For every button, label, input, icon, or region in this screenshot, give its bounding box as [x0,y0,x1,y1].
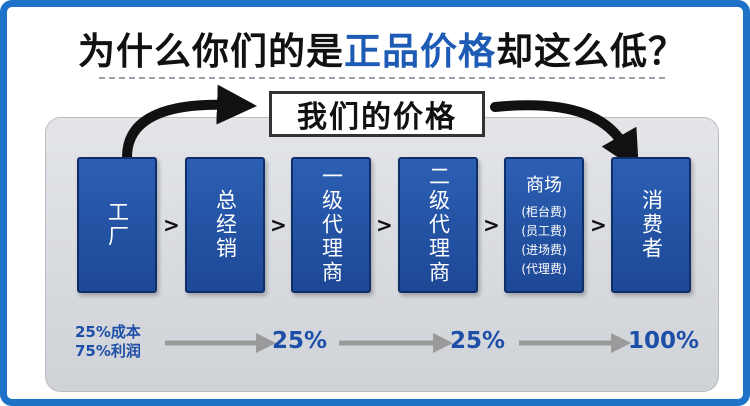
cost-note: 25%成本 [75,323,141,341]
chevron-right-icon: > [590,213,607,237]
markup-second-agent: 25% [450,328,506,354]
step-factory: 工厂 [77,157,157,293]
profit-note: 75%利润 [75,342,141,360]
dashed-divider [99,77,665,79]
headline: 为什么你们的是正品价格却这么低？ [7,21,743,75]
step-factory-label: 工厂 [105,201,130,249]
mall-fee-counter: (柜台费) [521,205,567,219]
step-general-distributor: 总经销 [185,157,265,293]
chevron-right-icon: > [376,213,393,237]
headline-part1: 为什么你们的是 [78,30,344,73]
chevron-right-icon: > [270,213,287,237]
headline-part2: 却这么低？ [496,30,686,73]
curved-arrow-right [490,100,639,172]
step-mall: 商场 (柜台费) (员工费) (进场费) (代理费) [504,157,584,293]
chevron-right-icon: > [483,213,500,237]
curved-arrow-left [122,84,257,162]
markup-consumer: 100% [628,328,700,354]
mall-fee-staff: (员工费) [521,224,567,238]
markup-first-agent: 25% [272,328,328,354]
chevron-right-icon: > [163,213,180,237]
step-second-level-agent-label: 二级代理商 [426,165,451,285]
mall-fee-agent: (代理费) [521,262,567,276]
step-first-level-agent-label: 一级代理商 [319,165,344,285]
step-mall-label: 商场 [526,175,562,196]
mall-fee-entry: (进场费) [521,243,567,257]
our-price-label: 我们的价格 [269,91,485,137]
step-consumer-label: 消费者 [639,189,664,261]
step-consumer: 消费者 [611,157,691,293]
step-second-level-agent: 二级代理商 [398,157,478,293]
curved-arrows [122,84,639,353]
headline-highlight: 正品价格 [344,30,496,73]
step-first-level-agent: 一级代理商 [291,157,371,293]
step-general-distributor-label: 总经销 [213,189,238,261]
